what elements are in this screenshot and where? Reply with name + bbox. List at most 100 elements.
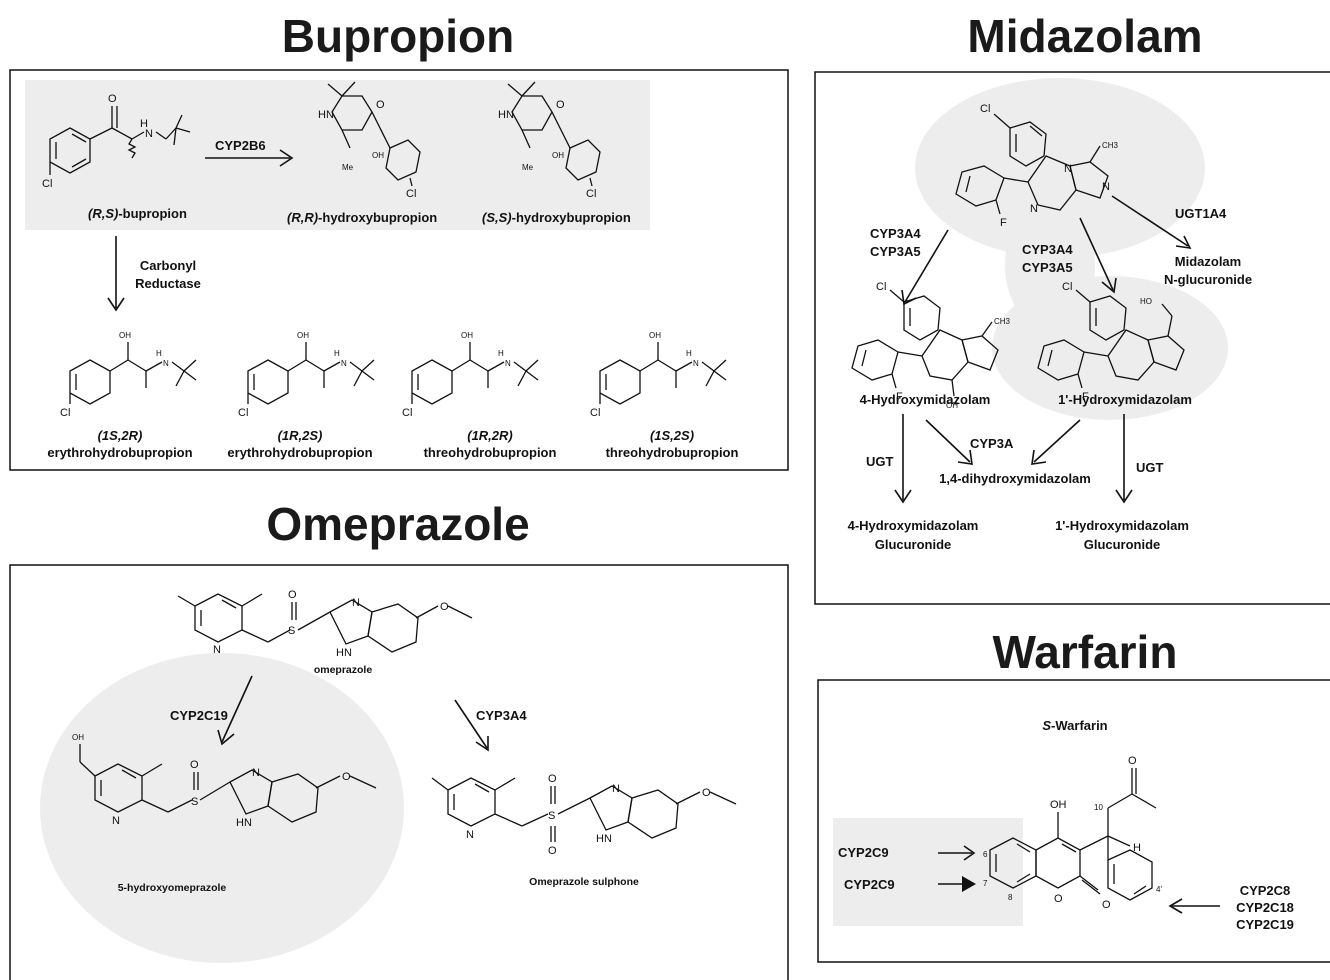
atom-o: O <box>440 601 449 613</box>
warfarin-title: Warfarin <box>993 626 1178 678</box>
arrow-cyp2b6-head <box>279 149 294 167</box>
atom-n: N <box>352 597 360 609</box>
arrow-ugt1a4-head <box>1175 235 1192 250</box>
atom-oh: OH <box>372 151 384 160</box>
warfarin-shade <box>833 818 1023 926</box>
enzyme-cyp2c8: CYP2C8 <box>1240 883 1291 898</box>
atom-me: Me <box>342 163 354 172</box>
atom-o: O <box>108 93 117 105</box>
arrow-ugt1a4 <box>1111 195 1189 247</box>
hydrobupropion-1r2s-structure: OH N H Cl <box>238 331 375 419</box>
arrow-cyp3a4-mid-head <box>1101 277 1117 294</box>
arrow-cyp2c9-6-head <box>963 845 976 861</box>
ss-hydroxybupropion-structure: HN O OH Me Cl <box>498 81 601 200</box>
enzyme-ugt-left: UGT <box>866 454 894 469</box>
enzyme-ugt-right: UGT <box>1136 460 1164 475</box>
atom-hn: HN <box>498 109 514 121</box>
omeprazole-sulphone-structure: N S O O N HN O <box>431 773 737 857</box>
s-warfarin-label: S-Warfarin <box>1042 718 1107 733</box>
p2-stereo: (1R,2S) <box>278 428 323 443</box>
enzyme-carbonyl: Carbonyl <box>140 258 196 273</box>
bupropion-section: Bupropion O N H Cl (R,S)-bupropion <box>9 10 789 471</box>
atom-n: N <box>252 767 260 779</box>
atom-hn: HN <box>596 833 612 845</box>
atom-n: N <box>1102 181 1110 193</box>
atom-h: H <box>498 349 504 358</box>
atom-o: O <box>190 759 199 771</box>
rr-hydroxybupropion-structure: HN O OH Me Cl <box>318 81 421 200</box>
arrow-cyp2c19-head <box>217 729 235 746</box>
atom-s: S <box>288 625 295 637</box>
arrow-cyp3a-right-head <box>1031 449 1047 465</box>
pos-10: 10 <box>1094 803 1103 812</box>
arrow-cyp2c8-head <box>1168 898 1183 914</box>
p1-name: erythrohydrobupropion <box>47 445 192 460</box>
dihydroxymidazolam-label: 1,4-dihydroxymidazolam <box>939 471 1091 486</box>
atom-n: N <box>505 359 511 368</box>
p4-stereo: (1S,2S) <box>650 428 694 443</box>
atom-f: F <box>896 391 903 403</box>
atom-o: O <box>1128 755 1137 767</box>
atom-ho: HO <box>1140 297 1152 306</box>
pos-4p: 4' <box>1156 885 1162 894</box>
arrow-cyp3a-left <box>925 419 971 463</box>
atom-n: N <box>163 359 169 368</box>
omeprazole-title: Omeprazole <box>266 498 529 550</box>
atom-n: N <box>145 128 153 140</box>
omeprazole-structure: N S O N HN O <box>177 589 473 659</box>
midazolam-box <box>814 71 1330 605</box>
hydroxyomeprazole-structure: OH N S O N HN O <box>72 733 377 829</box>
omeprazole-box <box>9 564 789 980</box>
bupropion-structure: O N H Cl <box>42 93 191 190</box>
hydroxyomeprazole-label: 5-hydroxyomeprazole <box>118 882 227 894</box>
atom-cl: Cl <box>1062 281 1072 293</box>
omeprazole-shade <box>40 653 404 963</box>
arrow-cyp3a4-left <box>904 229 949 303</box>
atom-h: H <box>140 118 148 130</box>
arrow-cyp2c9-7-head <box>962 876 976 892</box>
enzyme-mid-2: CYP3A5 <box>1022 260 1073 275</box>
enzyme-cyp2c18: CYP2C18 <box>1236 900 1294 915</box>
atom-cl: Cl <box>406 188 416 200</box>
atom-me: Me <box>522 163 534 172</box>
p1-stereo: (1S,2R) <box>98 428 143 443</box>
atom-n: N <box>112 815 120 827</box>
p4-name: threohydrobupropion <box>606 445 739 460</box>
atom-f: F <box>1082 391 1089 403</box>
warfarin-section: Warfarin S-Warfarin OH O <box>817 626 1330 963</box>
hydroxymidazolam-4-structure: Cl CH3 F OH <box>851 281 1011 410</box>
hydroxymidazolam-1-label: 1'-Hydroxymidazolam <box>1058 392 1192 407</box>
atom-n: N <box>213 644 221 656</box>
atom-o: O <box>556 99 565 111</box>
atom-n: N <box>693 359 699 368</box>
atom-cl: Cl <box>980 103 990 115</box>
atom-h: H <box>686 349 692 358</box>
midazolam-shade-top <box>915 78 1205 258</box>
enzyme-cyp2c9-b: CYP2C9 <box>844 877 895 892</box>
arrow-cyp3a4-mid <box>1079 217 1114 291</box>
enzyme-cyp2c9-a: CYP2C9 <box>838 845 889 860</box>
atom-oh: OH <box>1050 799 1067 811</box>
atom-n: N <box>1064 163 1072 175</box>
arrow-cyp3a4-omep-head <box>475 736 489 752</box>
atom-ch3: CH3 <box>994 317 1011 326</box>
hydroxymidazolam-1-structure: Cl HO F <box>1037 281 1185 403</box>
atom-s: S <box>191 796 198 808</box>
atom-cl: Cl <box>876 281 886 293</box>
atom-oh: OH <box>461 331 473 340</box>
enzyme-cyp3a: CYP3A <box>970 436 1014 451</box>
atom-oh: OH <box>552 151 564 160</box>
p3-name: threohydrobupropion <box>424 445 557 460</box>
atom-h: H <box>1133 842 1141 854</box>
enzyme-cyp2c19: CYP2C19 <box>170 708 228 723</box>
atom-n: N <box>466 829 474 841</box>
midazolam-glucuronide-1: Midazolam <box>1175 254 1241 269</box>
enzyme-mid-1: CYP3A4 <box>1022 242 1073 257</box>
atom-o: O <box>288 589 297 601</box>
midazolam-glucuronide-2: N-glucuronide <box>1164 272 1252 287</box>
atom-hn: HN <box>336 647 352 659</box>
arrow-cyp3a-left-head <box>957 449 973 465</box>
rr-hydroxybupropion-label: (R,R)-hydroxybupropion <box>287 210 437 225</box>
atom-cl: Cl <box>238 407 248 419</box>
